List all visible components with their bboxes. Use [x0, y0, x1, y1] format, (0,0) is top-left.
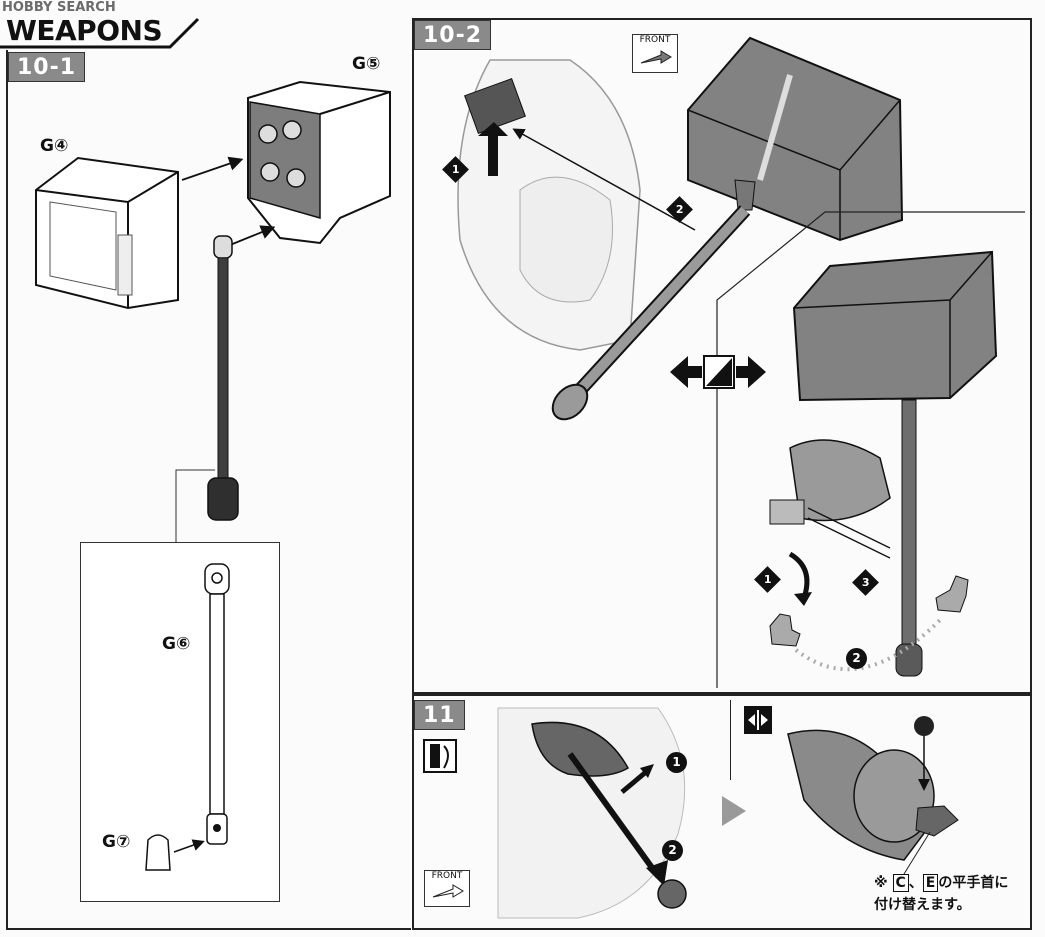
- hammer-head-part-g4: [35, 156, 179, 310]
- note-line1: の平手首に: [938, 875, 1009, 891]
- section-title: WEAPONS: [6, 14, 163, 47]
- hand-part-left: [769, 613, 801, 647]
- hand-part-right: [935, 575, 969, 613]
- front-label: FRONT: [639, 35, 671, 45]
- handle-part-g6: [204, 563, 230, 845]
- hammer-head-part-g5: [247, 80, 391, 245]
- note-part-e: E: [922, 874, 939, 892]
- option-compare-icon: [744, 706, 772, 734]
- note-part-c: C: [892, 874, 909, 892]
- hammer-assembled-10-2: [551, 36, 904, 421]
- shoulder-silhouette-11: [497, 707, 686, 919]
- alt-view-divider: [716, 211, 1025, 688]
- step-number-10-2: 10-2: [414, 20, 492, 50]
- insert-arrow-10-2: [478, 122, 508, 176]
- site-logo: HOBBY SEARCH: [2, 0, 116, 15]
- hammer-held-by-hand: [769, 250, 998, 677]
- swap-hand-icon: [423, 739, 457, 773]
- step-marker-1-11: 1: [666, 752, 687, 773]
- dotted-swap-path: [794, 618, 942, 672]
- front-arrow-icon-11: [432, 884, 464, 898]
- panel-step-10-1: [6, 50, 411, 930]
- inset-handle-detail: [80, 542, 280, 902]
- assembly-arrows-10-1: [181, 156, 276, 246]
- ball-joint-part: [657, 879, 687, 909]
- panel-step-10-2: [412, 18, 1032, 694]
- rotate-icon: [788, 551, 812, 606]
- panel-step-11: [412, 694, 1032, 930]
- note-prefix: ※: [874, 875, 888, 891]
- inset-connector-line: [175, 469, 215, 545]
- joint-insert-icon: [567, 752, 668, 886]
- step-marker-2-alt: 2: [846, 648, 867, 669]
- part-label-g6: G⑥: [162, 634, 191, 654]
- step-marker-2-11: 2: [662, 840, 683, 861]
- front-arrow-icon: [640, 50, 672, 64]
- hammer-handle-assembled: [207, 235, 239, 521]
- note-line2: 付け替えます。: [874, 897, 971, 913]
- guide-line-10-2: [512, 128, 696, 231]
- part-label-g7: G⑦: [102, 832, 131, 852]
- arm-with-hand-11: [787, 716, 959, 861]
- handle-cap-part-g7: [145, 834, 205, 871]
- note-leader-line: [903, 831, 931, 875]
- note-separator: 、: [908, 875, 923, 891]
- step-number-11: 11: [414, 700, 465, 730]
- front-label-11: FRONT: [431, 871, 463, 881]
- next-step-arrow: [722, 796, 746, 826]
- option-swap-icon: [668, 352, 768, 397]
- section-title-bar: WEAPONS: [0, 14, 200, 49]
- panel-11-divider: [730, 700, 731, 780]
- front-indicator-10-2: FRONT: [632, 34, 678, 73]
- step-number-10-1: 10-1: [8, 52, 86, 82]
- front-indicator-11: FRONT: [424, 870, 470, 907]
- part-label-g4: G④: [40, 136, 69, 156]
- part-label-g5: G⑤: [352, 54, 381, 74]
